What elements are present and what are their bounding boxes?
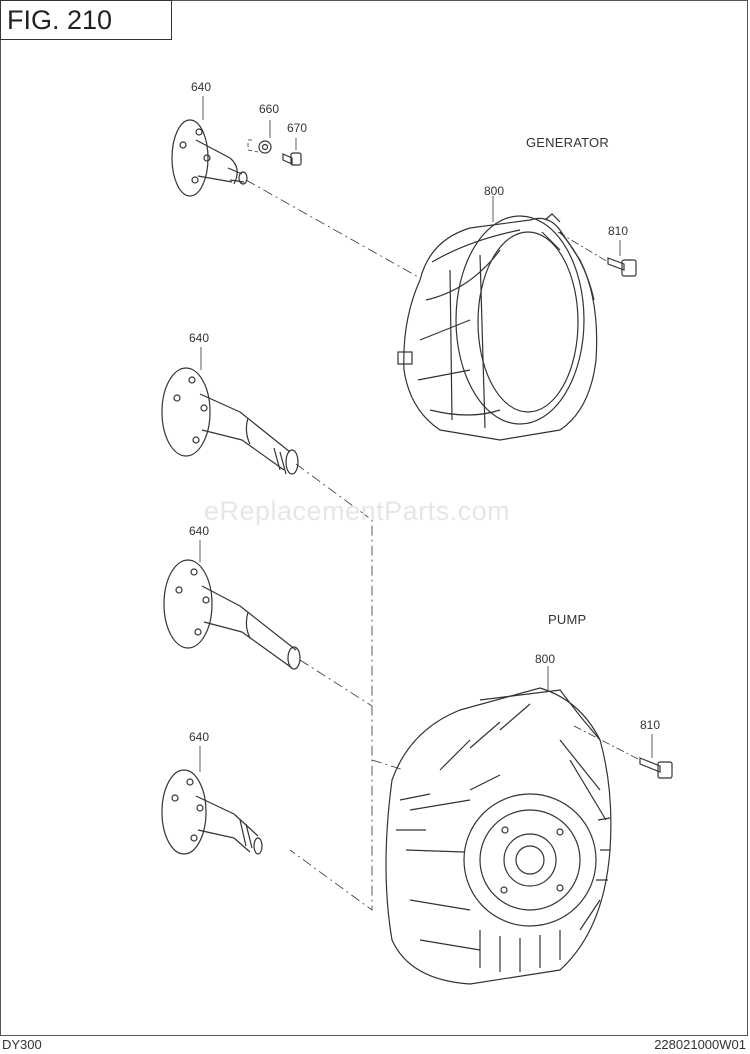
callout-640-shaft-4: 640	[189, 730, 210, 744]
shaft-flange-4	[161, 769, 263, 855]
watermark: eReplacementParts.com	[204, 496, 511, 526]
callout-640-shaft-2: 640	[189, 331, 210, 345]
washer-660	[258, 140, 272, 154]
bolt-670	[282, 152, 302, 166]
callout-800-pump-housing: 800	[535, 652, 556, 666]
generator-housing	[397, 213, 598, 441]
callout-640-shaft-3: 640	[189, 524, 210, 538]
callout-800-generator-housing: 800	[484, 184, 505, 198]
callout-640-generator-shaft: 640	[191, 80, 212, 94]
callout-660-washer: 660	[259, 102, 280, 116]
shaft-flange-generator	[171, 119, 248, 197]
section-label-generator: GENERATOR	[526, 135, 609, 150]
footer-code: 228021000W01	[654, 1037, 746, 1052]
footer-model: DY300	[2, 1037, 42, 1052]
callout-670-bolt: 670	[287, 121, 308, 135]
shaft-flange-2	[161, 367, 299, 475]
figure-title: FIG. 210	[0, 0, 172, 40]
shaft-flange-3	[163, 559, 301, 670]
callout-810-generator-bolt: 810	[608, 224, 629, 238]
bolt-810-pump	[639, 757, 673, 779]
callout-810-pump-bolt: 810	[640, 718, 661, 732]
section-label-pump: PUMP	[548, 612, 587, 627]
bolt-810-generator	[607, 257, 637, 277]
pump-housing	[385, 687, 612, 985]
